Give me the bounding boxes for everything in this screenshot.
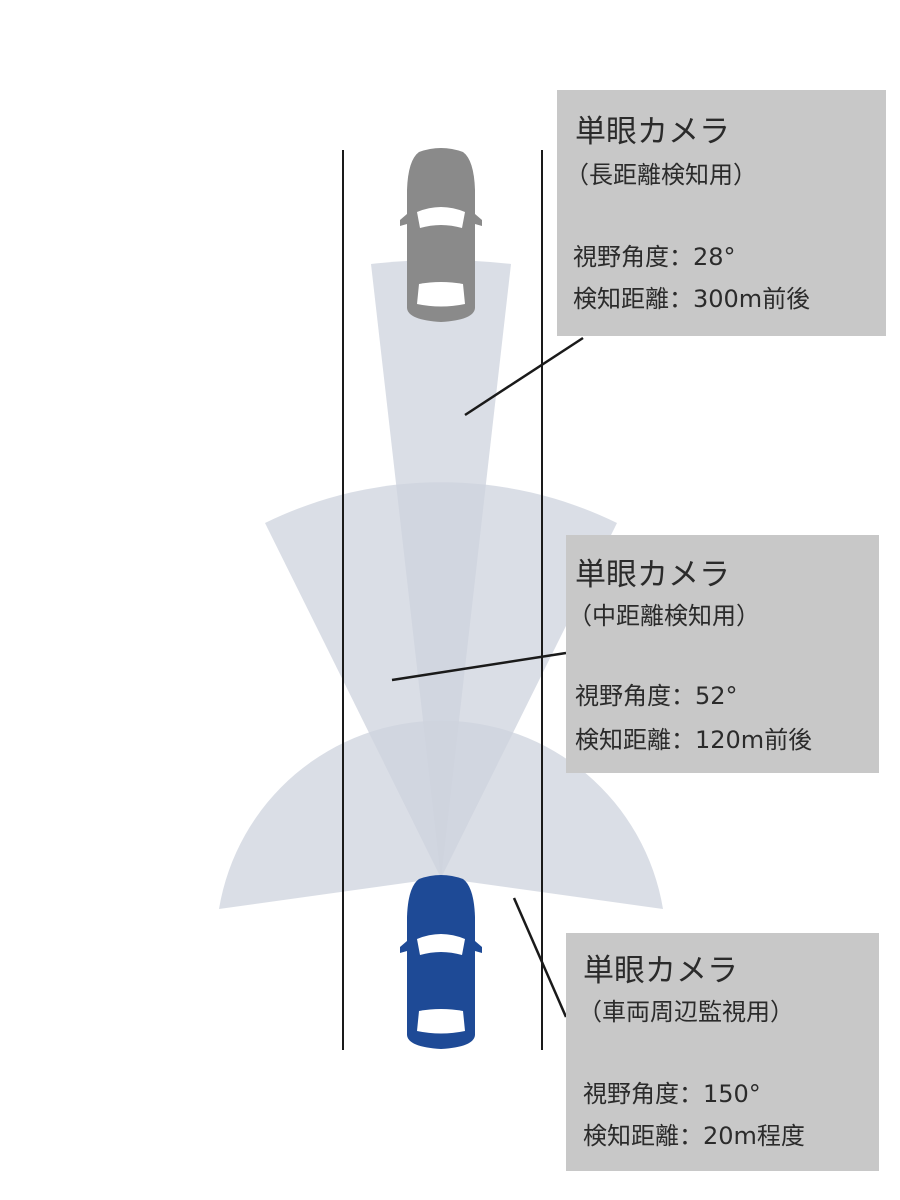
fov-angle-value: 52° bbox=[695, 682, 738, 710]
fov-angle-value: 150° bbox=[703, 1080, 761, 1108]
ego-vehicle-icon bbox=[400, 875, 482, 1049]
detection-range-row: 検知距離：300m前後 bbox=[573, 284, 810, 314]
detection-range-row: 検知距離：20m程度 bbox=[583, 1121, 805, 1151]
separator: ： bbox=[679, 1080, 703, 1108]
separator: ： bbox=[671, 726, 695, 754]
detection-range-label: 検知距離 bbox=[573, 285, 669, 313]
detection-range-value: 20m程度 bbox=[703, 1122, 805, 1150]
detection-range-value: 120m前後 bbox=[695, 726, 813, 754]
camera-title: 単眼カメラ bbox=[575, 114, 730, 150]
camera-label-box-wide: 単眼カメラ （車両周辺監視用） 視野角度：150° 検知距離：20m程度 bbox=[566, 933, 879, 1171]
camera-subtitle: （中距離検知用） bbox=[568, 602, 760, 630]
camera-label-box-long: 単眼カメラ （長距離検知用） 視野角度：28° 検知距離：300m前後 bbox=[557, 90, 886, 336]
camera-subtitle: （車両周辺監視用） bbox=[578, 998, 794, 1026]
leader-line-wide bbox=[512, 897, 568, 1018]
separator: ： bbox=[669, 285, 693, 313]
lead-vehicle-icon bbox=[400, 148, 482, 322]
camera-title: 単眼カメラ bbox=[575, 557, 730, 593]
separator: ： bbox=[671, 682, 695, 710]
camera-subtitle: （長距離検知用） bbox=[565, 161, 757, 189]
camera-title: 単眼カメラ bbox=[583, 953, 738, 989]
fov-angle-row: 視野角度：28° bbox=[573, 242, 736, 272]
leader-line-long bbox=[464, 336, 584, 417]
fov-angle-row: 視野角度：150° bbox=[583, 1079, 761, 1109]
detection-range-label: 検知距離 bbox=[583, 1122, 679, 1150]
separator: ： bbox=[679, 1122, 703, 1150]
fov-angle-label: 視野角度 bbox=[575, 682, 671, 710]
detection-range-label: 検知距離 bbox=[575, 726, 671, 754]
fov-angle-row: 視野角度：52° bbox=[575, 681, 738, 711]
detection-range-value: 300m前後 bbox=[693, 285, 811, 313]
leader-line-mid bbox=[391, 651, 567, 682]
fov-sector-long bbox=[371, 260, 511, 878]
detection-range-row: 検知距離：120m前後 bbox=[575, 725, 812, 755]
separator: ： bbox=[669, 243, 693, 271]
fov-angle-label: 視野角度 bbox=[583, 1080, 679, 1108]
fov-angle-label: 視野角度 bbox=[573, 243, 669, 271]
fov-angle-value: 28° bbox=[693, 243, 736, 271]
camera-label-box-mid: 単眼カメラ （中距離検知用） 視野角度：52° 検知距離：120m前後 bbox=[566, 535, 879, 773]
